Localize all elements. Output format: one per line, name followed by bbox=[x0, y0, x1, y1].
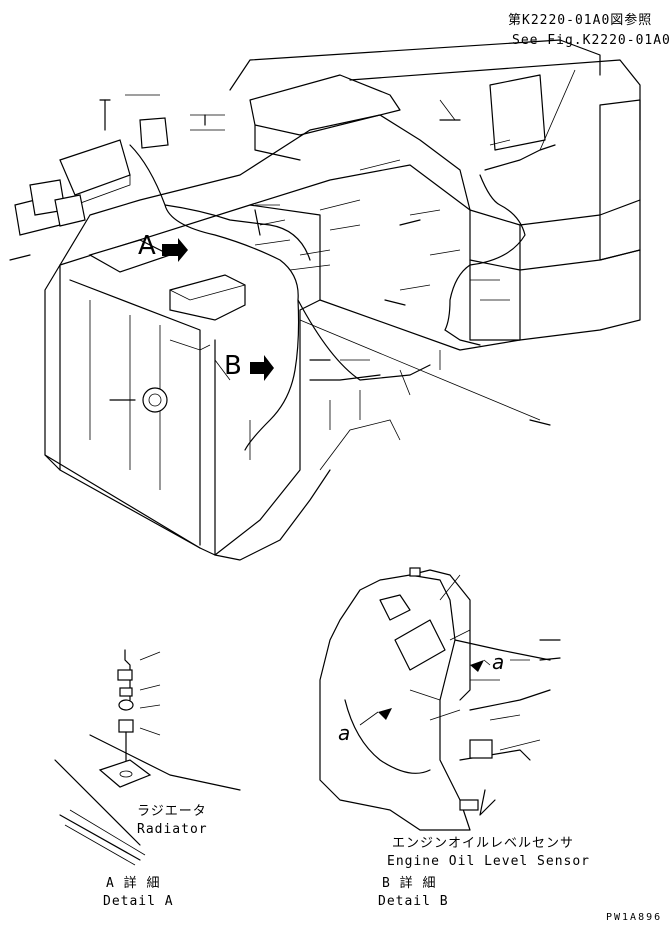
leader-lines bbox=[125, 69, 576, 460]
port-a-left-label: a bbox=[338, 721, 351, 745]
reference-label-jp: 第K2220-01A0図参照 bbox=[508, 13, 653, 28]
machine-body bbox=[44, 39, 641, 561]
sensor-label-en: Engine Oil Level Sensor bbox=[387, 854, 591, 869]
sensor-label-jp: エンジンオイルレベルセンサ bbox=[392, 836, 575, 851]
lamp-assembly bbox=[9, 99, 261, 261]
port-a-upper-arrow-icon bbox=[470, 660, 484, 672]
port-a-upper-label: a bbox=[492, 650, 505, 674]
detail-a-linework bbox=[54, 649, 241, 866]
drawing-code: PW1A896 bbox=[606, 912, 663, 923]
detail-b-title-en: Detail B bbox=[378, 894, 449, 909]
view-b-marker: B bbox=[224, 351, 242, 381]
radiator-label-jp: ラジエータ bbox=[137, 804, 207, 819]
view-a-marker: A bbox=[138, 231, 156, 261]
detail-a-title-jp: A 詳 細 bbox=[106, 876, 161, 891]
wiring-harness bbox=[109, 119, 556, 451]
detail-b-title-jp: B 詳 細 bbox=[382, 876, 437, 891]
detail-b-linework bbox=[319, 567, 561, 831]
reference-label-en: See Fig.K2220-01A0 bbox=[512, 33, 670, 48]
radiator-label-en: Radiator bbox=[137, 822, 208, 837]
detail-a-title-en: Detail A bbox=[103, 894, 174, 909]
view-a-arrow-icon bbox=[162, 238, 188, 262]
port-a-left-arrow-icon bbox=[378, 708, 392, 720]
view-b-arrow-icon bbox=[250, 355, 274, 381]
